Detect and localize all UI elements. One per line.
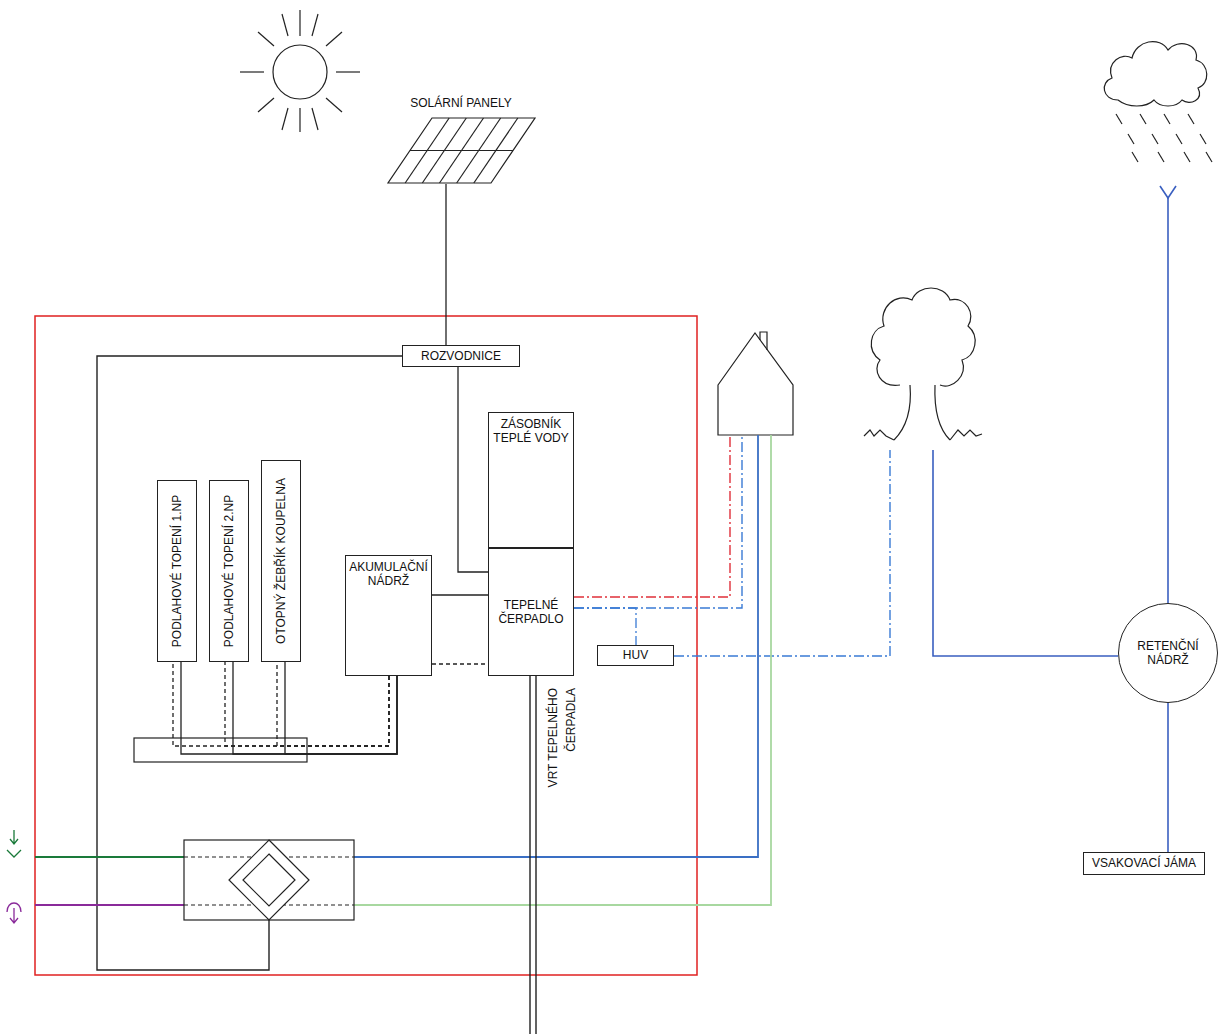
- irrigation-pipe: [674, 450, 890, 656]
- pipe-connector: [432, 594, 488, 595]
- pipe-connector: [446, 184, 447, 345]
- node-label: ZÁSOBNÍK TEPLÉ VODY: [492, 417, 570, 446]
- air-flow-arrows: [7, 850, 21, 857]
- hot-pipe: [574, 435, 730, 597]
- sun: [326, 32, 342, 46]
- distribution-board: ROZVODNICE: [402, 345, 520, 367]
- rain-cloud: [1104, 42, 1212, 162]
- borehole-label: VRT TEPELNÉHO ČERPADLA: [544, 688, 584, 800]
- heat-recovery-unit: [184, 840, 354, 920]
- waste-air-duct: [35, 904, 184, 906]
- soakaway-box: VSAKOVACÍ JÁMA: [1083, 852, 1205, 875]
- sun: [336, 71, 360, 72]
- pipe-connector: [432, 595, 488, 596]
- sun: [282, 108, 288, 130]
- pipe-connector: [1168, 703, 1169, 852]
- solar-panel-grid: [388, 118, 535, 183]
- rain-cloud: [1116, 114, 1122, 124]
- rain-cloud: [1152, 134, 1158, 144]
- air-flow-arrows: [10, 830, 18, 844]
- pipe-connector: [445, 184, 446, 345]
- pipe-connector: [574, 608, 636, 645]
- rain-cloud: [1158, 152, 1164, 162]
- sun: [299, 10, 300, 36]
- air-flow-arrows: [10, 908, 18, 923]
- node-label: SOLÁRNÍ PANELY: [385, 96, 537, 110]
- heat-recovery-unit: [184, 840, 354, 920]
- node-label: VSAKOVACÍ JÁMA: [1092, 856, 1196, 870]
- house-icon: [718, 333, 793, 435]
- air-flow-arrows: [7, 830, 21, 923]
- sun: [240, 71, 264, 72]
- borehole-label: VRT TEPELNÉHO ČERPADLA: [544, 688, 580, 800]
- ground-loop: [530, 676, 536, 1034]
- node-label: OTOPNÝ ŽEBŘÍK KOUPELNA: [274, 478, 288, 644]
- pipe-connector: [1167, 703, 1169, 852]
- pipe-connector: [458, 367, 488, 572]
- tree-icon: [871, 288, 975, 386]
- rain-drain: [1167, 198, 1169, 603]
- sun: [258, 32, 274, 46]
- rain-cloud: [1128, 134, 1134, 144]
- tree-icon: [864, 288, 982, 440]
- floor-heating: PODLAHOVÉ TOPENÍ 2.NP: [209, 480, 249, 662]
- sun: [312, 108, 318, 130]
- sun: [312, 14, 318, 36]
- fresh-air-duct: [35, 856, 184, 858]
- solar-panel: SOLÁRNÍ PANELY: [385, 96, 537, 184]
- node-label: TEPELNÉ ČERPADLO: [493, 598, 569, 627]
- manifold: [134, 738, 307, 762]
- rain-cloud: [1132, 152, 1138, 162]
- pipe-connector: [458, 367, 488, 572]
- sun: [326, 98, 342, 112]
- pipe-wires: [35, 186, 1176, 1034]
- node-label: ROZVODNICE: [421, 349, 501, 363]
- tree-icon: [950, 430, 982, 440]
- tree-icon: [894, 385, 910, 440]
- node-label: AKUMULAČNÍ NÁDRŽ: [349, 560, 428, 589]
- pipe-connector: [432, 664, 488, 665]
- house-icon: [718, 332, 793, 435]
- towel-radiator: OTOPNÝ ŽEBŘÍK KOUPELNA: [261, 460, 301, 662]
- sun: [282, 14, 288, 36]
- sun: [258, 98, 274, 112]
- heat-recovery-unit: [229, 840, 309, 920]
- building-boundary: [35, 316, 697, 975]
- node-label: PODLAHOVÉ TOPENÍ 2.NP: [222, 495, 236, 647]
- solar-panel-grid: [388, 118, 535, 183]
- rain-cloud: [1188, 114, 1194, 124]
- rain-cloud: [1184, 152, 1190, 162]
- house-icon: [760, 332, 767, 350]
- heat-pump: TEPELNÉ ČERPADLO: [488, 548, 574, 676]
- node-label: RETENČNÍ NÁDRŽ: [1127, 639, 1209, 668]
- rain-cloud: [1206, 152, 1212, 162]
- rain-cloud: [1200, 134, 1206, 144]
- pipe-connector: [574, 608, 636, 645]
- sun: [299, 108, 300, 132]
- node-label: PODLAHOVÉ TOPENÍ 1.NP: [170, 495, 184, 647]
- tree-drain: [933, 450, 1118, 656]
- retention-tank: RETENČNÍ NÁDRŽ: [1118, 603, 1218, 703]
- rain-cloud: [1104, 42, 1206, 106]
- pipe-connector: [432, 663, 488, 664]
- heat-recovery-unit: [243, 854, 295, 906]
- sun: [273, 45, 327, 99]
- node-label: HUV: [623, 648, 648, 662]
- sun: [240, 10, 360, 132]
- rain-inlet: [1160, 186, 1176, 198]
- solar-panel-grid: [410, 150, 513, 151]
- manifold: [134, 738, 307, 762]
- accumulation-tank: AKUMULAČNÍ NÁDRŽ: [345, 555, 432, 676]
- tree-icon: [935, 385, 950, 440]
- hot-water-tank: ZÁSOBNÍK TEPLÉ VODY: [488, 412, 574, 548]
- tree-icon: [864, 430, 894, 440]
- rain-cloud: [1164, 114, 1170, 124]
- floor-heating: PODLAHOVÉ TOPENÍ 1.NP: [157, 480, 197, 662]
- rain-cloud: [1140, 114, 1146, 124]
- cold-pipe: [574, 435, 742, 608]
- rain-cloud: [1176, 134, 1182, 144]
- huv-box: HUV: [597, 645, 674, 666]
